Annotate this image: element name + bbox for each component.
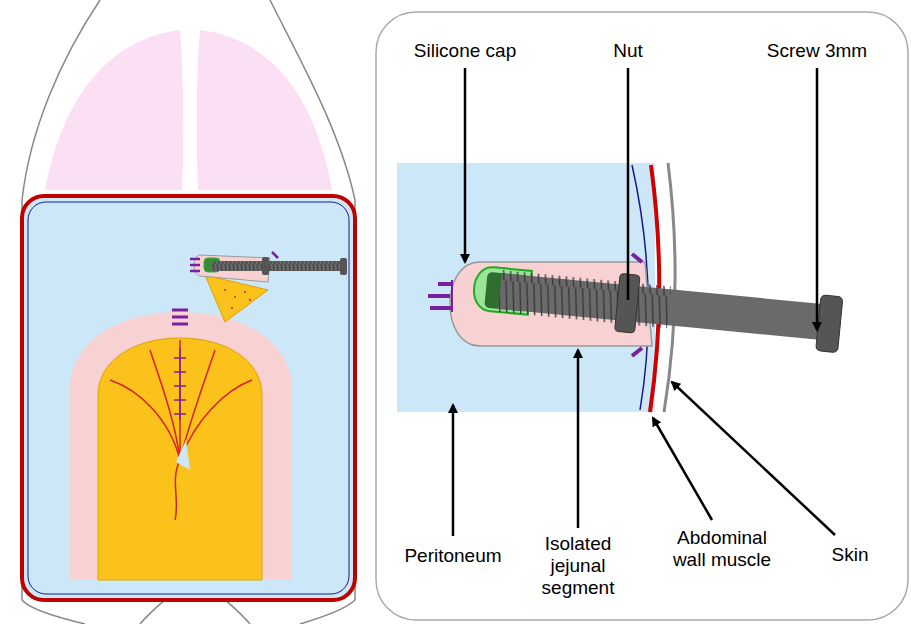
vessel-dots — [224, 289, 251, 309]
suture-stitch — [174, 357, 186, 359]
suture-stitch — [190, 264, 200, 267]
vessel — [150, 350, 180, 460]
suture — [172, 310, 188, 420]
part-label: Isolated jejunal segment — [528, 533, 628, 599]
suture — [190, 252, 278, 271]
panel-frame — [376, 12, 908, 620]
peritoneum-line — [28, 202, 349, 594]
dot — [231, 307, 233, 309]
suture-stitch — [632, 348, 642, 356]
vessel — [180, 380, 252, 460]
abdominal-wall — [22, 196, 355, 600]
part-label: Screw 3mm — [747, 40, 887, 62]
lung — [45, 30, 183, 190]
suture-stitch — [190, 270, 200, 273]
part-label: Skin — [815, 544, 885, 566]
suture-stitch — [190, 258, 200, 261]
screw — [471, 260, 843, 353]
suture-line — [451, 280, 453, 312]
leader-line — [653, 418, 712, 520]
dot — [249, 299, 251, 301]
blood-vessels — [110, 340, 252, 520]
screw-head — [340, 258, 347, 275]
leader-lines — [453, 68, 835, 536]
nut — [262, 257, 269, 275]
leader-line — [464, 68, 467, 262]
screw-thread — [498, 270, 671, 328]
suture-stitch — [430, 306, 452, 310]
suture-stitch — [172, 309, 188, 312]
screw-thread — [212, 261, 346, 271]
vessel — [175, 460, 180, 520]
leader-line — [816, 68, 819, 330]
screw-head — [816, 295, 843, 353]
intestine-loop — [70, 312, 292, 580]
part-label: Nut — [588, 40, 668, 62]
suture-stitch — [172, 316, 188, 319]
body-overview — [22, 0, 355, 624]
suture-stitch — [428, 294, 450, 298]
part-label: Abdominal wall muscle — [663, 527, 781, 571]
suture-stitch — [174, 385, 186, 387]
leader-line — [452, 405, 455, 536]
suture-stitch — [438, 282, 452, 286]
lung — [197, 30, 332, 190]
suture-stitch — [172, 323, 188, 326]
suture-stitch — [174, 399, 186, 401]
vessel — [110, 380, 180, 460]
suture-stitch — [272, 252, 278, 258]
leader-line — [627, 68, 630, 300]
suture-stitch — [174, 371, 186, 373]
leader-line — [672, 382, 835, 535]
leader-line — [577, 350, 580, 528]
part-label: Peritoneum — [388, 545, 518, 567]
part-label: Silicone cap — [385, 40, 545, 62]
dot — [244, 291, 246, 293]
detail-panel — [376, 12, 908, 620]
mesentery — [98, 338, 262, 580]
dot — [224, 289, 226, 291]
screw-shaft — [212, 261, 346, 271]
mesentery-gap — [176, 440, 190, 470]
mesentery — [205, 275, 268, 322]
suture-stitch — [174, 413, 186, 415]
suture-stitch — [632, 254, 642, 262]
dot — [234, 296, 236, 298]
suture-line — [179, 348, 181, 420]
